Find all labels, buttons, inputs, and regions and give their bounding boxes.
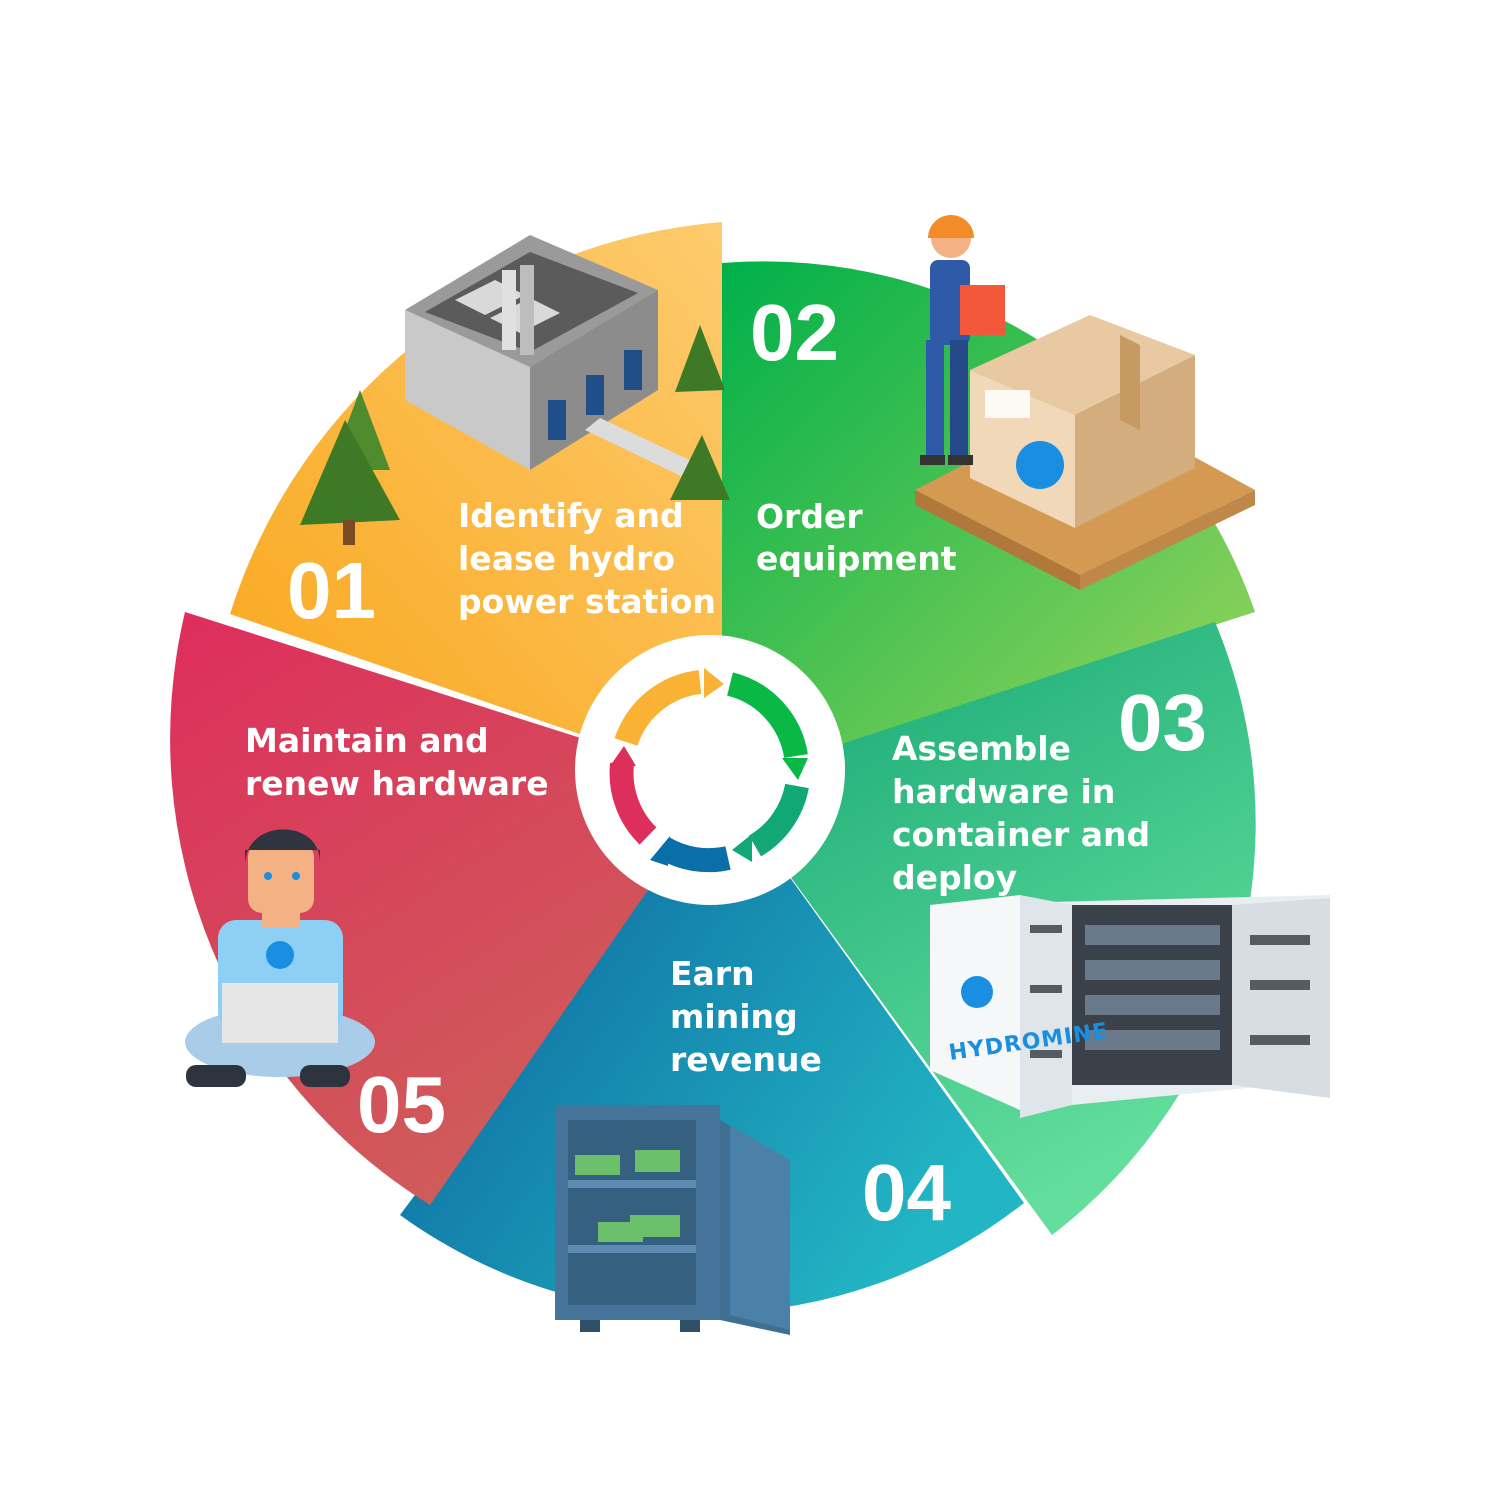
step-04-line-3: revenue [670, 1040, 822, 1079]
step-01-number: 01 [287, 546, 376, 635]
step-03-line-2: hardware in [892, 772, 1115, 811]
step-05-label: Maintain and renew hardware [245, 721, 549, 803]
hydro-power-station-icon [300, 235, 730, 545]
step-03-line-3: container and [892, 815, 1150, 854]
step-04-label: Earn mining revenue [670, 954, 822, 1079]
mining-container-icon [930, 895, 1330, 1118]
step-02-label: Order equipment [756, 497, 957, 578]
step-04-line-2: mining [670, 997, 798, 1036]
step-05-line-1: Maintain and [245, 721, 489, 760]
step-03-number: 03 [1118, 678, 1207, 767]
step-01-label: Identify and lease hydro power station [458, 496, 716, 621]
cycle-arrows-icon [575, 635, 845, 905]
step-02-number: 02 [750, 288, 839, 377]
step-02-line-1: Order [756, 497, 863, 536]
step-04-number: 04 [862, 1148, 951, 1237]
step-01-line-2: lease hydro [458, 539, 675, 578]
step-05-line-2: renew hardware [245, 764, 549, 803]
step-01-line-3: power station [458, 582, 716, 621]
step-05-number: 05 [357, 1060, 446, 1149]
step-03-line-4: deploy [892, 858, 1017, 897]
worker-with-box-icon [915, 215, 1255, 590]
money-safe-icon [555, 1105, 790, 1335]
step-01-line-1: Identify and [458, 496, 684, 535]
technician-with-laptop-icon [185, 829, 375, 1087]
step-04-line-1: Earn [670, 954, 755, 993]
step-03-label: Assemble hardware in container and deplo… [892, 729, 1150, 897]
step-02-line-2: equipment [756, 539, 957, 578]
step-03-line-1: Assemble [892, 729, 1071, 768]
